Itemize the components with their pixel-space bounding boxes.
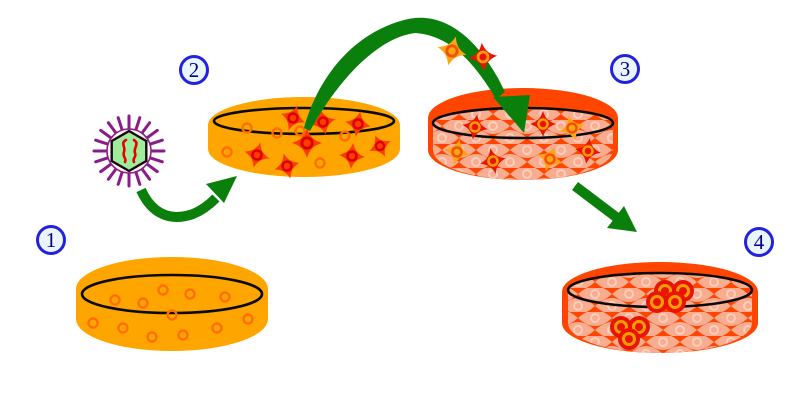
badge-circle xyxy=(610,54,640,84)
petri-dish-step2 xyxy=(208,97,400,184)
step-3-badge: 3 xyxy=(610,54,640,84)
step-number: 3 xyxy=(620,57,631,81)
step-number: 4 xyxy=(754,230,765,254)
virus-capsid xyxy=(110,129,148,173)
arrow-head xyxy=(493,95,530,133)
dish-opening-rim xyxy=(80,273,264,315)
badge-circle xyxy=(36,225,66,255)
arrow-shaft xyxy=(571,182,624,224)
arrow-shaft xyxy=(136,187,220,222)
arrow-head xyxy=(607,206,637,232)
petri-dish-step4 xyxy=(562,262,758,353)
step-number: 1 xyxy=(46,228,57,252)
badge-circle xyxy=(744,227,774,257)
step-4-badge: 4 xyxy=(744,227,774,257)
ips-cell xyxy=(616,326,642,352)
arrow-head xyxy=(206,176,237,203)
arrow-step3-to-step4 xyxy=(571,182,637,232)
ips-cell xyxy=(662,289,688,315)
step-number: 2 xyxy=(189,58,200,82)
virus-icon xyxy=(92,114,166,188)
petri-dish-step3 xyxy=(428,88,618,180)
step-1-badge: 1 xyxy=(36,225,66,255)
badge-circle xyxy=(179,55,209,85)
step-2-badge: 2 xyxy=(179,55,209,85)
arrow-step1-to-step2 xyxy=(136,176,237,222)
virus-rna-strand xyxy=(121,138,128,164)
virus-rna-strand xyxy=(132,138,138,164)
petri-dish-step1 xyxy=(76,257,268,351)
dish-body xyxy=(76,257,268,351)
